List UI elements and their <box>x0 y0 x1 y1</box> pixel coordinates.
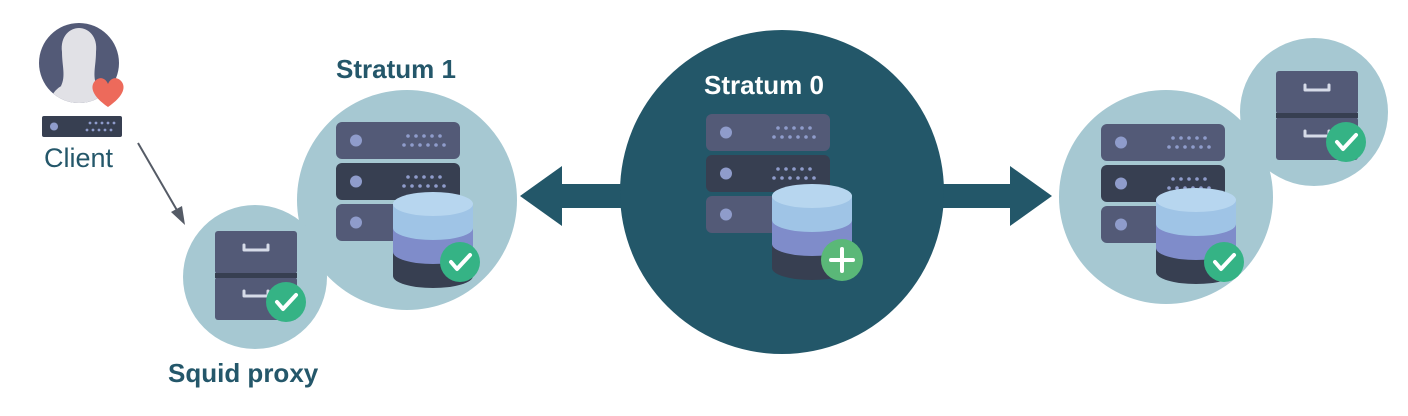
plus-badge-icon <box>821 239 863 281</box>
checkmark-badge-icon <box>1324 120 1368 164</box>
stratum1-label: Stratum 1 <box>336 54 456 84</box>
heart-icon <box>92 78 124 107</box>
replica-node <box>1059 38 1388 304</box>
squid-proxy-node <box>183 205 327 349</box>
arrow-client-to-squid <box>137 142 185 225</box>
checkmark-badge-icon <box>1202 240 1246 284</box>
client-node <box>39 23 124 137</box>
arrow-stratum0-to-replica <box>930 166 1052 226</box>
checkmark-badge-icon <box>438 240 482 284</box>
checkmark-badge-icon <box>264 280 308 324</box>
router-icon <box>42 116 122 137</box>
stratum0-label: Stratum 0 <box>704 70 824 100</box>
stratum0-node <box>620 30 944 354</box>
squid-proxy-label: Squid proxy <box>168 358 319 388</box>
stratum1-node <box>297 90 517 310</box>
client-label: Client <box>44 143 114 173</box>
arrow-stratum0-to-stratum1 <box>520 166 640 226</box>
